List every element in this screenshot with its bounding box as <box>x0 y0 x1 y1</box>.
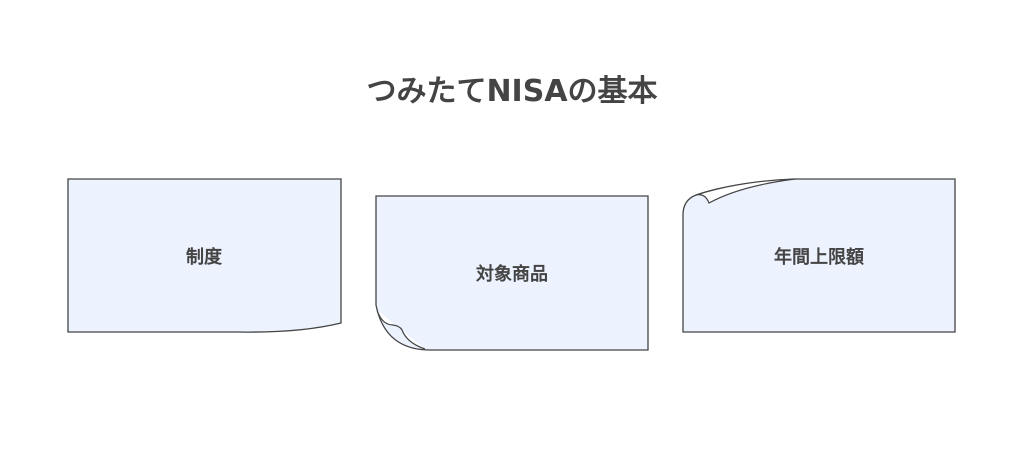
card-label-seido: 制度 <box>186 247 222 268</box>
diagram-title: つみたてNISAの基本 <box>366 74 658 109</box>
card-shape-seido <box>67 178 342 333</box>
card-label-taisho-shohin: 対象商品 <box>476 264 548 285</box>
card-label-nenkan-jogengaku: 年間上限額 <box>774 247 864 268</box>
card-curl-taisho <box>376 309 426 350</box>
card-curl-nenkan <box>695 178 796 204</box>
